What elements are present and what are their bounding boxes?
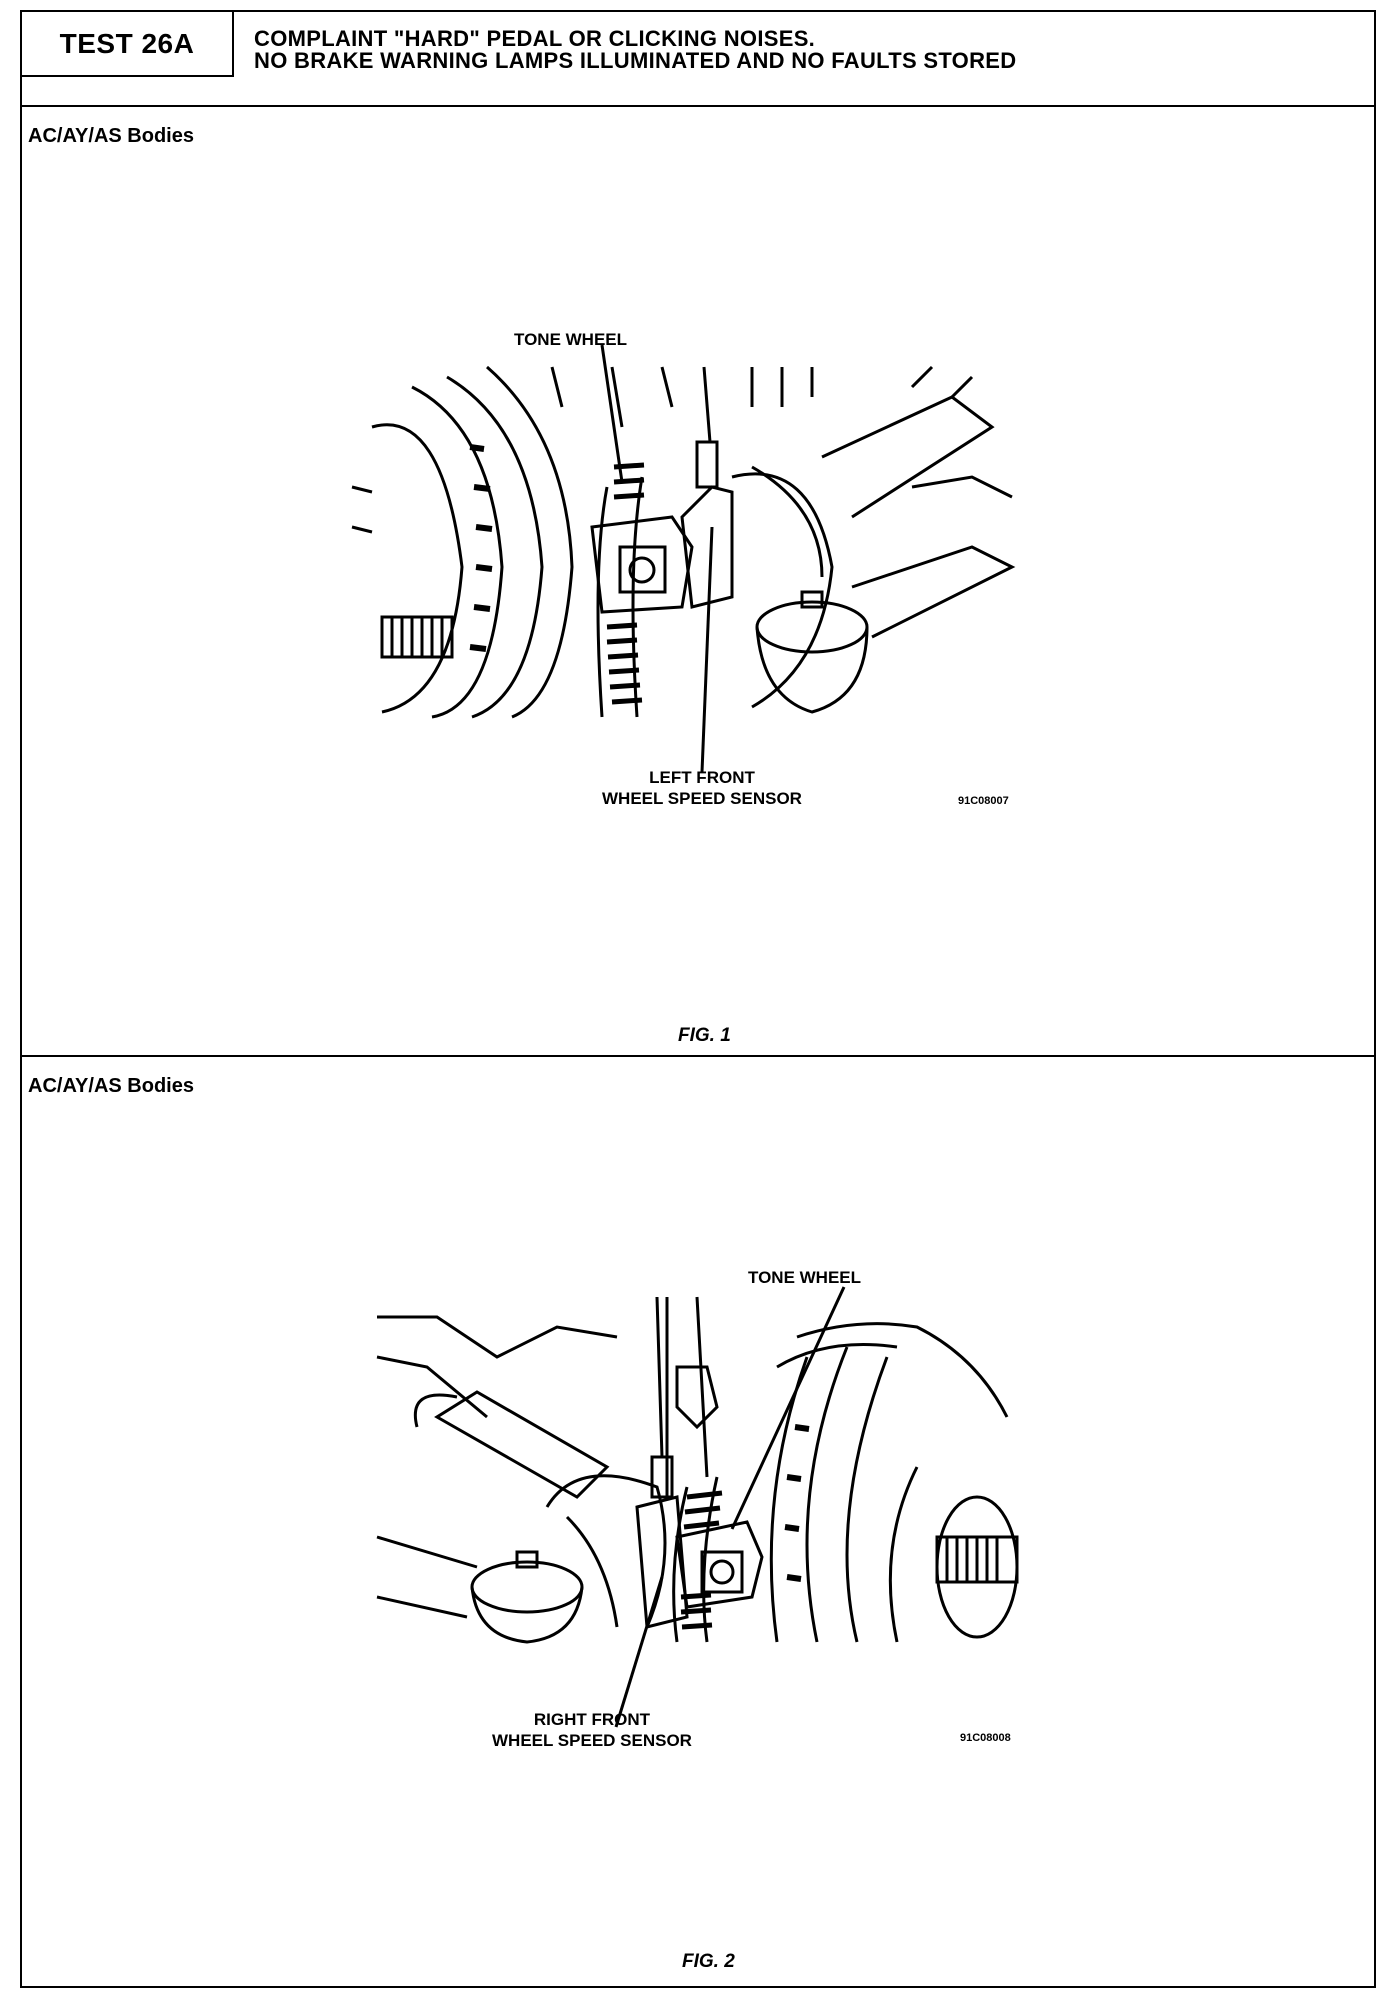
body-label: AC/AY/AS Bodies xyxy=(28,1075,194,1097)
body-label: AC/AY/AS Bodies xyxy=(28,125,194,147)
tone-wheel-label: TONE WHEEL xyxy=(514,330,628,349)
left-front-sensor-illustration xyxy=(351,365,1016,719)
image-code: 91C08008 xyxy=(960,1732,1011,1744)
figure-2-section: AC/AY/AS Bodies TONE WHEEL xyxy=(22,1057,1374,1986)
test-id: TEST 26A xyxy=(22,12,234,77)
figure-caption: FIG. 2 xyxy=(682,1951,735,1972)
page-frame: TEST 26A COMPLAINT "HARD" PEDAL OR CLICK… xyxy=(20,10,1376,1988)
test-title-line2: NO BRAKE WARNING LAMPS ILLUMINATED AND N… xyxy=(254,48,1017,73)
figure-caption: FIG. 1 xyxy=(678,1025,731,1046)
figure-1-section: AC/AY/AS Bodies TONE WHEEL xyxy=(22,107,1374,1057)
sensor-label: RIGHT FRONT WHEEL SPEED SENSOR xyxy=(492,1709,692,1751)
sensor-label-line1: RIGHT FRONT xyxy=(533,1710,651,1729)
tone-wheel-leader-1 xyxy=(600,344,714,773)
leader-lines-2 xyxy=(614,1286,846,1728)
sensor-label: LEFT FRONT WHEEL SPEED SENSOR xyxy=(602,767,802,809)
sensor-label-line2: WHEEL SPEED SENSOR xyxy=(492,1731,692,1750)
tone-wheel-label: TONE WHEEL xyxy=(748,1268,862,1287)
image-code: 91C08007 xyxy=(958,795,1009,807)
sensor-label-line2: WHEEL SPEED SENSOR xyxy=(602,789,802,808)
test-header: TEST 26A COMPLAINT "HARD" PEDAL OR CLICK… xyxy=(22,12,1374,107)
sensor-label-line1: LEFT FRONT xyxy=(649,768,755,787)
test-title: COMPLAINT "HARD" PEDAL OR CLICKING NOISE… xyxy=(254,28,1016,72)
test-title-line1: COMPLAINT "HARD" PEDAL OR CLICKING NOISE… xyxy=(254,26,816,51)
